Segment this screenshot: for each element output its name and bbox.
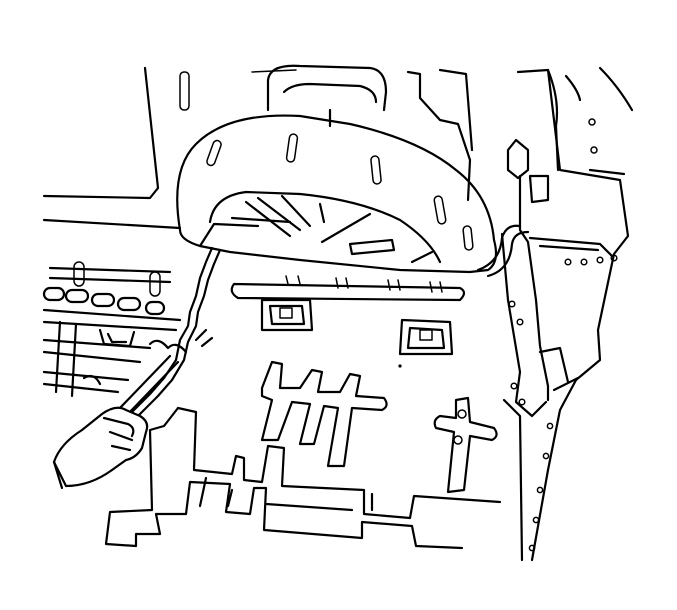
cross-bracket: [433, 396, 498, 494]
rear-panel: [42, 66, 297, 230]
floor-pan-outline: [104, 406, 502, 550]
hand-with-tool-icon: [52, 354, 180, 490]
wheelhouse: [176, 114, 498, 274]
harness-retainer: [230, 275, 466, 302]
floor-cross-member: [260, 360, 388, 468]
quarter-panel-right: [500, 66, 634, 562]
anchor-bracket-left: [260, 298, 314, 332]
seat-rail-grid: [42, 261, 182, 398]
wiring-harness: [128, 224, 530, 418]
strut-tower: [266, 64, 474, 202]
anchor-bracket-right: [398, 318, 454, 368]
